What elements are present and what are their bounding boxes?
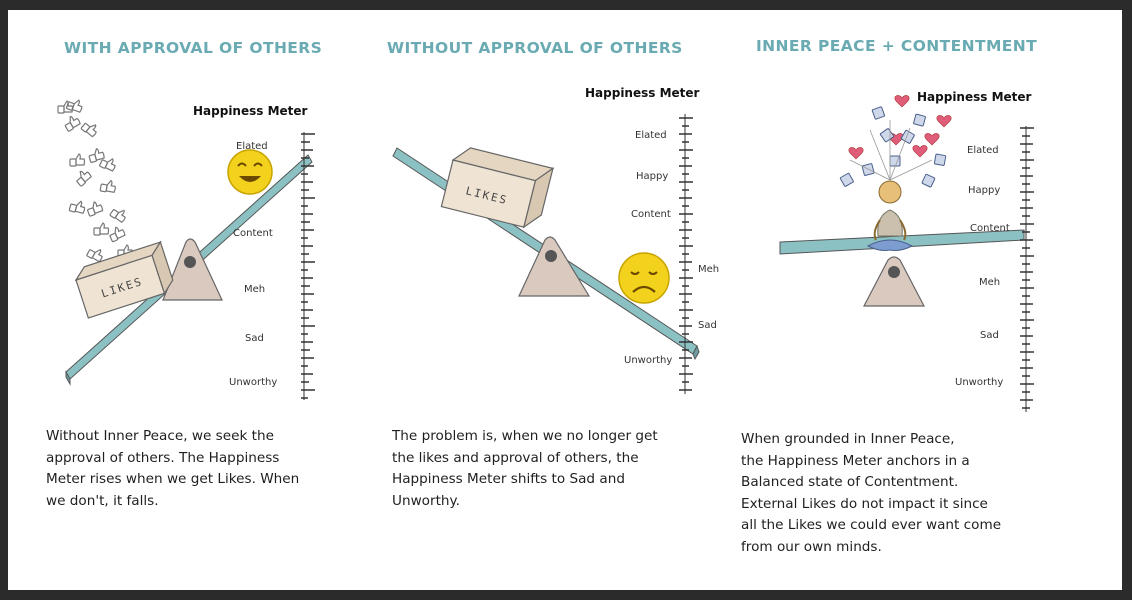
panel-with-approval: WITH APPROVAL OF OTHERS [8,10,368,590]
level-meh: Meh [698,264,719,275]
level-elated: Elated [967,145,999,156]
level-sad: Sad [980,330,999,341]
smiling-face-icon [227,149,273,195]
happiness-meter-title: Happiness Meter [917,90,1032,104]
description-line: When grounded in Inner Peace, [741,431,955,447]
seesaw-fulcrum [518,236,591,297]
description-line: from our own minds. [741,538,882,555]
level-elated: Elated [236,141,268,152]
meditating-person-icon [866,180,914,251]
infographic: WITH APPROVAL OF OTHERS [8,10,1122,590]
level-happy: Happy [968,185,1000,196]
panel-title: INNER PEACE + CONTENTMENT [756,37,1038,55]
happiness-meter-title: Happiness Meter [193,104,308,118]
description-line: we don't, it falls. [46,492,159,509]
level-sad: Sad [245,333,264,344]
level-sad: Sad [698,320,717,331]
panel-without-approval: WITHOUT APPROVAL OF OTHERS LIKES [353,10,719,590]
level-happy: Happy [636,171,668,182]
burst-lines [849,120,933,181]
happiness-meter-title: Happiness Meter [585,86,700,100]
meter-ruler [679,114,693,394]
seesaw-fulcrum [162,238,223,301]
description-line: The problem is, when we no longer get [392,428,658,444]
panel-title: WITH APPROVAL OF OTHERS [64,39,323,57]
level-unworthy: Unworthy [624,355,672,366]
level-content: Content [970,223,1010,234]
level-content: Content [233,228,273,239]
panel-title: WITHOUT APPROVAL OF OTHERS [387,39,683,57]
description-line: the likes and approval of others, the [392,449,639,466]
seesaw-illustration-rising: LIKES Happiness Meter [57,99,315,400]
description-line: External Likes do not impact it since [741,495,988,512]
seesaw-illustration-falling: LIKES Happiness Meter [392,86,719,394]
frowning-face-icon [618,252,670,304]
level-elated: Elated [635,130,667,141]
meter-ruler [301,132,315,400]
likes-box: LIKES [74,240,174,319]
heart-icons [848,95,952,160]
description-line: the Happiness Meter anchors in a [741,452,970,469]
seesaw-fulcrum [863,256,925,307]
thumbs-up-icons [839,106,947,188]
level-unworthy: Unworthy [229,377,277,388]
level-content: Content [631,209,671,220]
description-line: Without Inner Peace, we seek the [46,428,274,444]
thumbs-up-icons [57,99,141,274]
description-line: all the Likes we could ever want come [741,517,1002,533]
level-unworthy: Unworthy [955,377,1003,388]
description-line: approval of others. The Happiness [46,449,280,466]
meter-ruler [1020,126,1034,412]
panel-inner-peace: INNER PEACE + CONTENTMENT [730,10,1122,590]
level-meh: Meh [979,277,1000,288]
description-line: Balanced state of Contentment. [741,474,959,490]
description-line: Unworthy. [392,492,460,509]
description-line: Meter rises when we get Likes. When [46,471,300,487]
level-meh: Meh [244,284,265,295]
likes-box: LIKES [440,147,555,229]
panel-description: The problem is, when we no longer get th… [392,426,658,512]
panel-description: When grounded in Inner Peace, the Happin… [741,429,1001,558]
seesaw-illustration-balanced: Happiness Meter Elated Happy Content Meh [779,90,1034,412]
description-line: Happiness Meter shifts to Sad and [392,471,625,487]
panel-description: Without Inner Peace, we seek the approva… [46,426,299,512]
